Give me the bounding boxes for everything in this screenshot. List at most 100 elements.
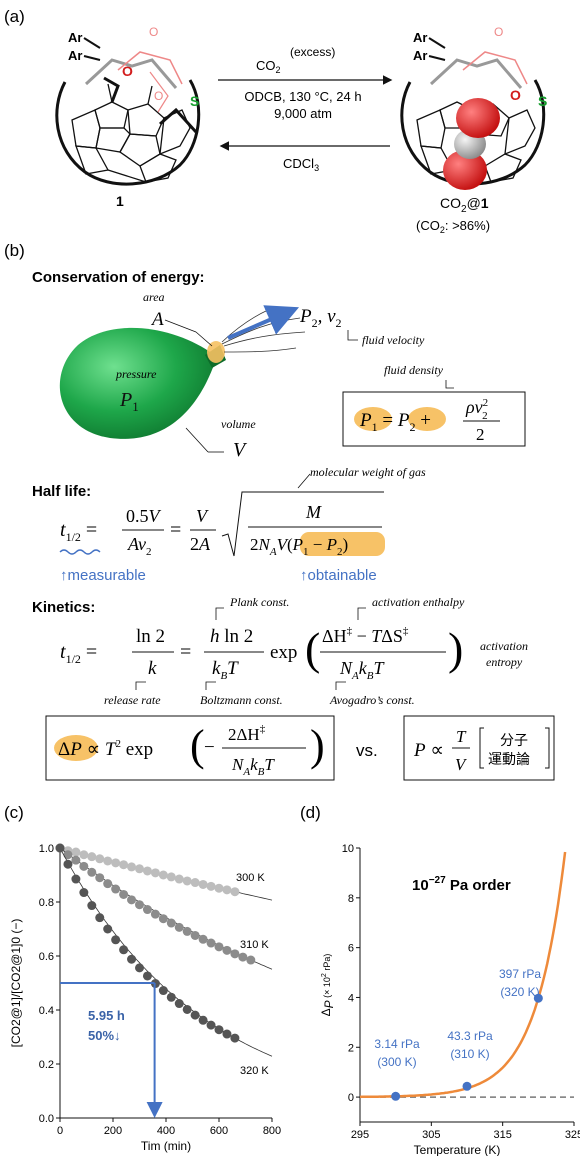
data-point [135, 864, 144, 874]
svg-text:exp: exp [270, 642, 297, 663]
condition-line-2: 9,000 atm [274, 106, 332, 121]
data-point [158, 914, 168, 924]
data-point [166, 918, 176, 928]
compound-1-label: 1 [116, 193, 124, 209]
data-point [222, 885, 232, 895]
ar-label-1: Ar [68, 30, 82, 45]
activation-enthalpy-label: activation enthalpy [372, 595, 465, 609]
product-label: CO2@1 [440, 195, 489, 215]
svg-text:2A: 2A [190, 534, 211, 554]
data-point [198, 1015, 208, 1025]
product-ratio: (CO2: >86%) [416, 218, 490, 235]
data-point [230, 1033, 240, 1043]
y-tick-label: 0.4 [39, 1005, 54, 1017]
svg-text:NAkBT: NAkBT [231, 755, 275, 778]
obtainable-label: ↑obtainable [300, 567, 377, 584]
data-point [206, 938, 216, 948]
balloon-illustration: area A pressure P1 volume V P2, v2 fluid… [59, 290, 425, 461]
y-axis-label: [CO2@1]/[CO2@1]0 (−) [9, 919, 23, 1048]
data-point [166, 992, 176, 1002]
panel-b-label: (b) [4, 241, 25, 260]
data-point [119, 945, 129, 955]
oxygen-label-1: O [122, 63, 133, 79]
svg-text:2ΔH‡: 2ΔH‡ [228, 723, 266, 744]
reagent-co2: CO2 [256, 58, 281, 75]
order-annotation: 10−27 Pa order [412, 875, 511, 894]
data-point [158, 870, 168, 880]
data-point [222, 1029, 232, 1039]
series-label: 300 K [236, 872, 265, 884]
y-tick-label: 8 [348, 893, 354, 905]
y-tick-label: 0 [348, 1092, 354, 1104]
svg-text:t1/2 =: t1/2 = [60, 641, 97, 666]
data-point [127, 954, 137, 964]
ar-label-2: Ar [68, 48, 82, 63]
data-point [127, 862, 137, 872]
svg-text:ΔH‡ − TΔS‡: ΔH‡ − TΔS‡ [322, 625, 409, 646]
data-point [190, 878, 200, 888]
x-tick-label: 305 [422, 1129, 440, 1141]
release-rate-label: release rate [104, 693, 161, 707]
sulfur-label-2: S [538, 93, 547, 109]
x-tick-label: 600 [210, 1125, 228, 1137]
svg-text:ln 2: ln 2 [136, 626, 165, 647]
reverse-reagent: CDCl3 [283, 156, 319, 173]
boltzmann-label: Boltzmann const. [200, 693, 283, 707]
data-point [246, 955, 256, 965]
data-point [79, 850, 89, 860]
svg-text:0.5V: 0.5V [126, 506, 162, 526]
reaction-arrows: CO2 (excess) ODCB, 130 °C, 24 h 9,000 at… [218, 45, 393, 173]
point-annotation: 3.14 rPa [374, 1037, 420, 1051]
data-point [190, 930, 200, 940]
y-tick-label: 10 [342, 843, 354, 855]
fluid-density-label: fluid density [384, 363, 444, 377]
data-point [103, 879, 113, 889]
data-point [103, 924, 113, 934]
data-point [142, 866, 152, 876]
svg-text:h ln 2: h ln 2 [210, 626, 253, 647]
kinetics-section: Kinetics: Plank const. activation enthal… [32, 595, 528, 707]
data-point [142, 905, 152, 915]
data-point [71, 855, 81, 865]
data-point [150, 909, 160, 919]
data-point [103, 856, 113, 866]
data-point [63, 859, 73, 869]
plank-label: Plank const. [229, 595, 289, 609]
data-point [182, 1004, 192, 1014]
y-tick-label: 0.8 [39, 897, 54, 909]
data-point [55, 843, 65, 853]
data-point [119, 889, 129, 899]
data-point [95, 913, 105, 923]
annotation-percent: 50%↓ [88, 1028, 121, 1043]
activation-entropy-label-1: activation [480, 639, 528, 653]
p1-symbol: P1 [119, 389, 139, 414]
y-tick-label: 0.2 [39, 1059, 54, 1071]
panel-d: (d) 2953053153250246810Temperature (K)ΔP… [300, 803, 580, 1156]
svg-text:2: 2 [476, 425, 485, 444]
point-annotation: (310 K) [450, 1047, 489, 1061]
svg-text:ΔP ∝ T2 exp: ΔP ∝ T2 exp [58, 738, 153, 760]
data-point [206, 881, 216, 891]
y-tick-label: 1.0 [39, 843, 54, 855]
x-axis-label: Tim (min) [141, 1139, 191, 1153]
x-tick-label: 315 [493, 1129, 511, 1141]
series-label: 320 K [240, 1065, 269, 1077]
data-point [214, 883, 224, 893]
svg-text:V: V [196, 506, 209, 526]
data-point [230, 887, 240, 897]
data-point [166, 872, 176, 882]
data-point [198, 879, 208, 889]
point-annotation: (320 K) [500, 985, 539, 999]
data-point [182, 926, 192, 936]
pressure-label: pressure [115, 367, 157, 381]
data-point [142, 971, 152, 981]
y-tick-label: 2 [348, 1042, 354, 1054]
panel-a-label: (a) [4, 7, 25, 26]
data-point [533, 993, 543, 1003]
data-point [214, 1025, 224, 1035]
svg-text:=: = [170, 519, 181, 541]
data-point [158, 986, 168, 996]
data-point [71, 847, 81, 857]
ar-label-3: Ar [413, 30, 427, 45]
